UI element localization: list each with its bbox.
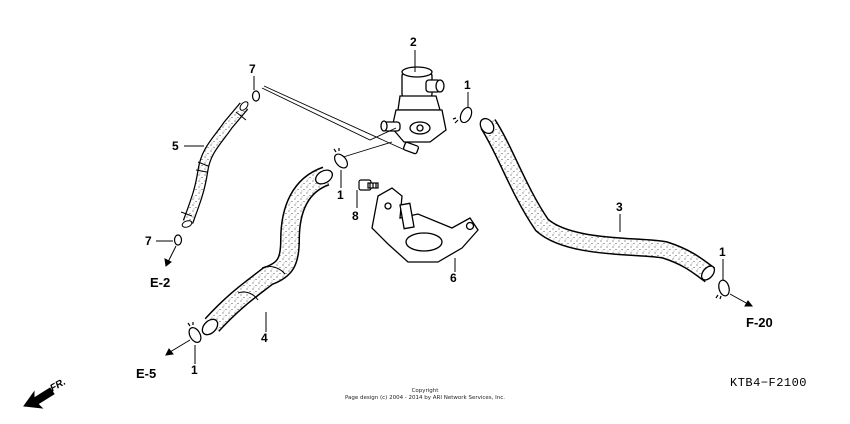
diagram-code: KTB4−F2100 bbox=[730, 376, 808, 390]
callout-1-bottom: 1 bbox=[191, 363, 198, 377]
callout-leaders bbox=[156, 50, 724, 364]
bracket-6 bbox=[371, 187, 479, 263]
callout-1-valve: 1 bbox=[464, 78, 471, 92]
reference-f20: F-20 bbox=[746, 315, 773, 330]
reference-e2: E-2 bbox=[150, 275, 171, 290]
callout-1-center: 1 bbox=[337, 188, 344, 202]
clip-1-center bbox=[333, 148, 349, 169]
hose-3 bbox=[479, 117, 716, 283]
clip-7-top bbox=[251, 90, 261, 102]
callout-5: 5 bbox=[172, 139, 179, 153]
callout-8: 8 bbox=[352, 209, 359, 223]
reference-arrows bbox=[164, 245, 754, 356]
callout-2: 2 bbox=[410, 35, 417, 49]
reference-e5: E-5 bbox=[136, 366, 157, 381]
bolt-8 bbox=[358, 179, 379, 191]
clip-1-valve bbox=[452, 106, 473, 124]
callout-7-top: 7 bbox=[249, 62, 256, 76]
front-direction-arrow bbox=[23, 387, 55, 409]
copyright-line-1: Copyright bbox=[411, 388, 439, 394]
clip-7-bottom bbox=[173, 234, 183, 246]
clip-1-bottom bbox=[187, 322, 202, 343]
clip-1-right bbox=[715, 279, 730, 300]
hose-5 bbox=[180, 101, 249, 228]
callout-1-right: 1 bbox=[719, 245, 726, 259]
callout-4: 4 bbox=[261, 331, 268, 345]
callout-7-bottom: 7 bbox=[145, 234, 152, 248]
hose-4 bbox=[201, 166, 334, 336]
air-valve-2 bbox=[380, 66, 447, 155]
callout-6: 6 bbox=[450, 271, 457, 285]
connection-lines bbox=[261, 85, 406, 159]
copyright-line-2: Page design (c) 2004 - 2014 by ARI Netwo… bbox=[344, 395, 506, 401]
callout-3: 3 bbox=[616, 200, 623, 214]
